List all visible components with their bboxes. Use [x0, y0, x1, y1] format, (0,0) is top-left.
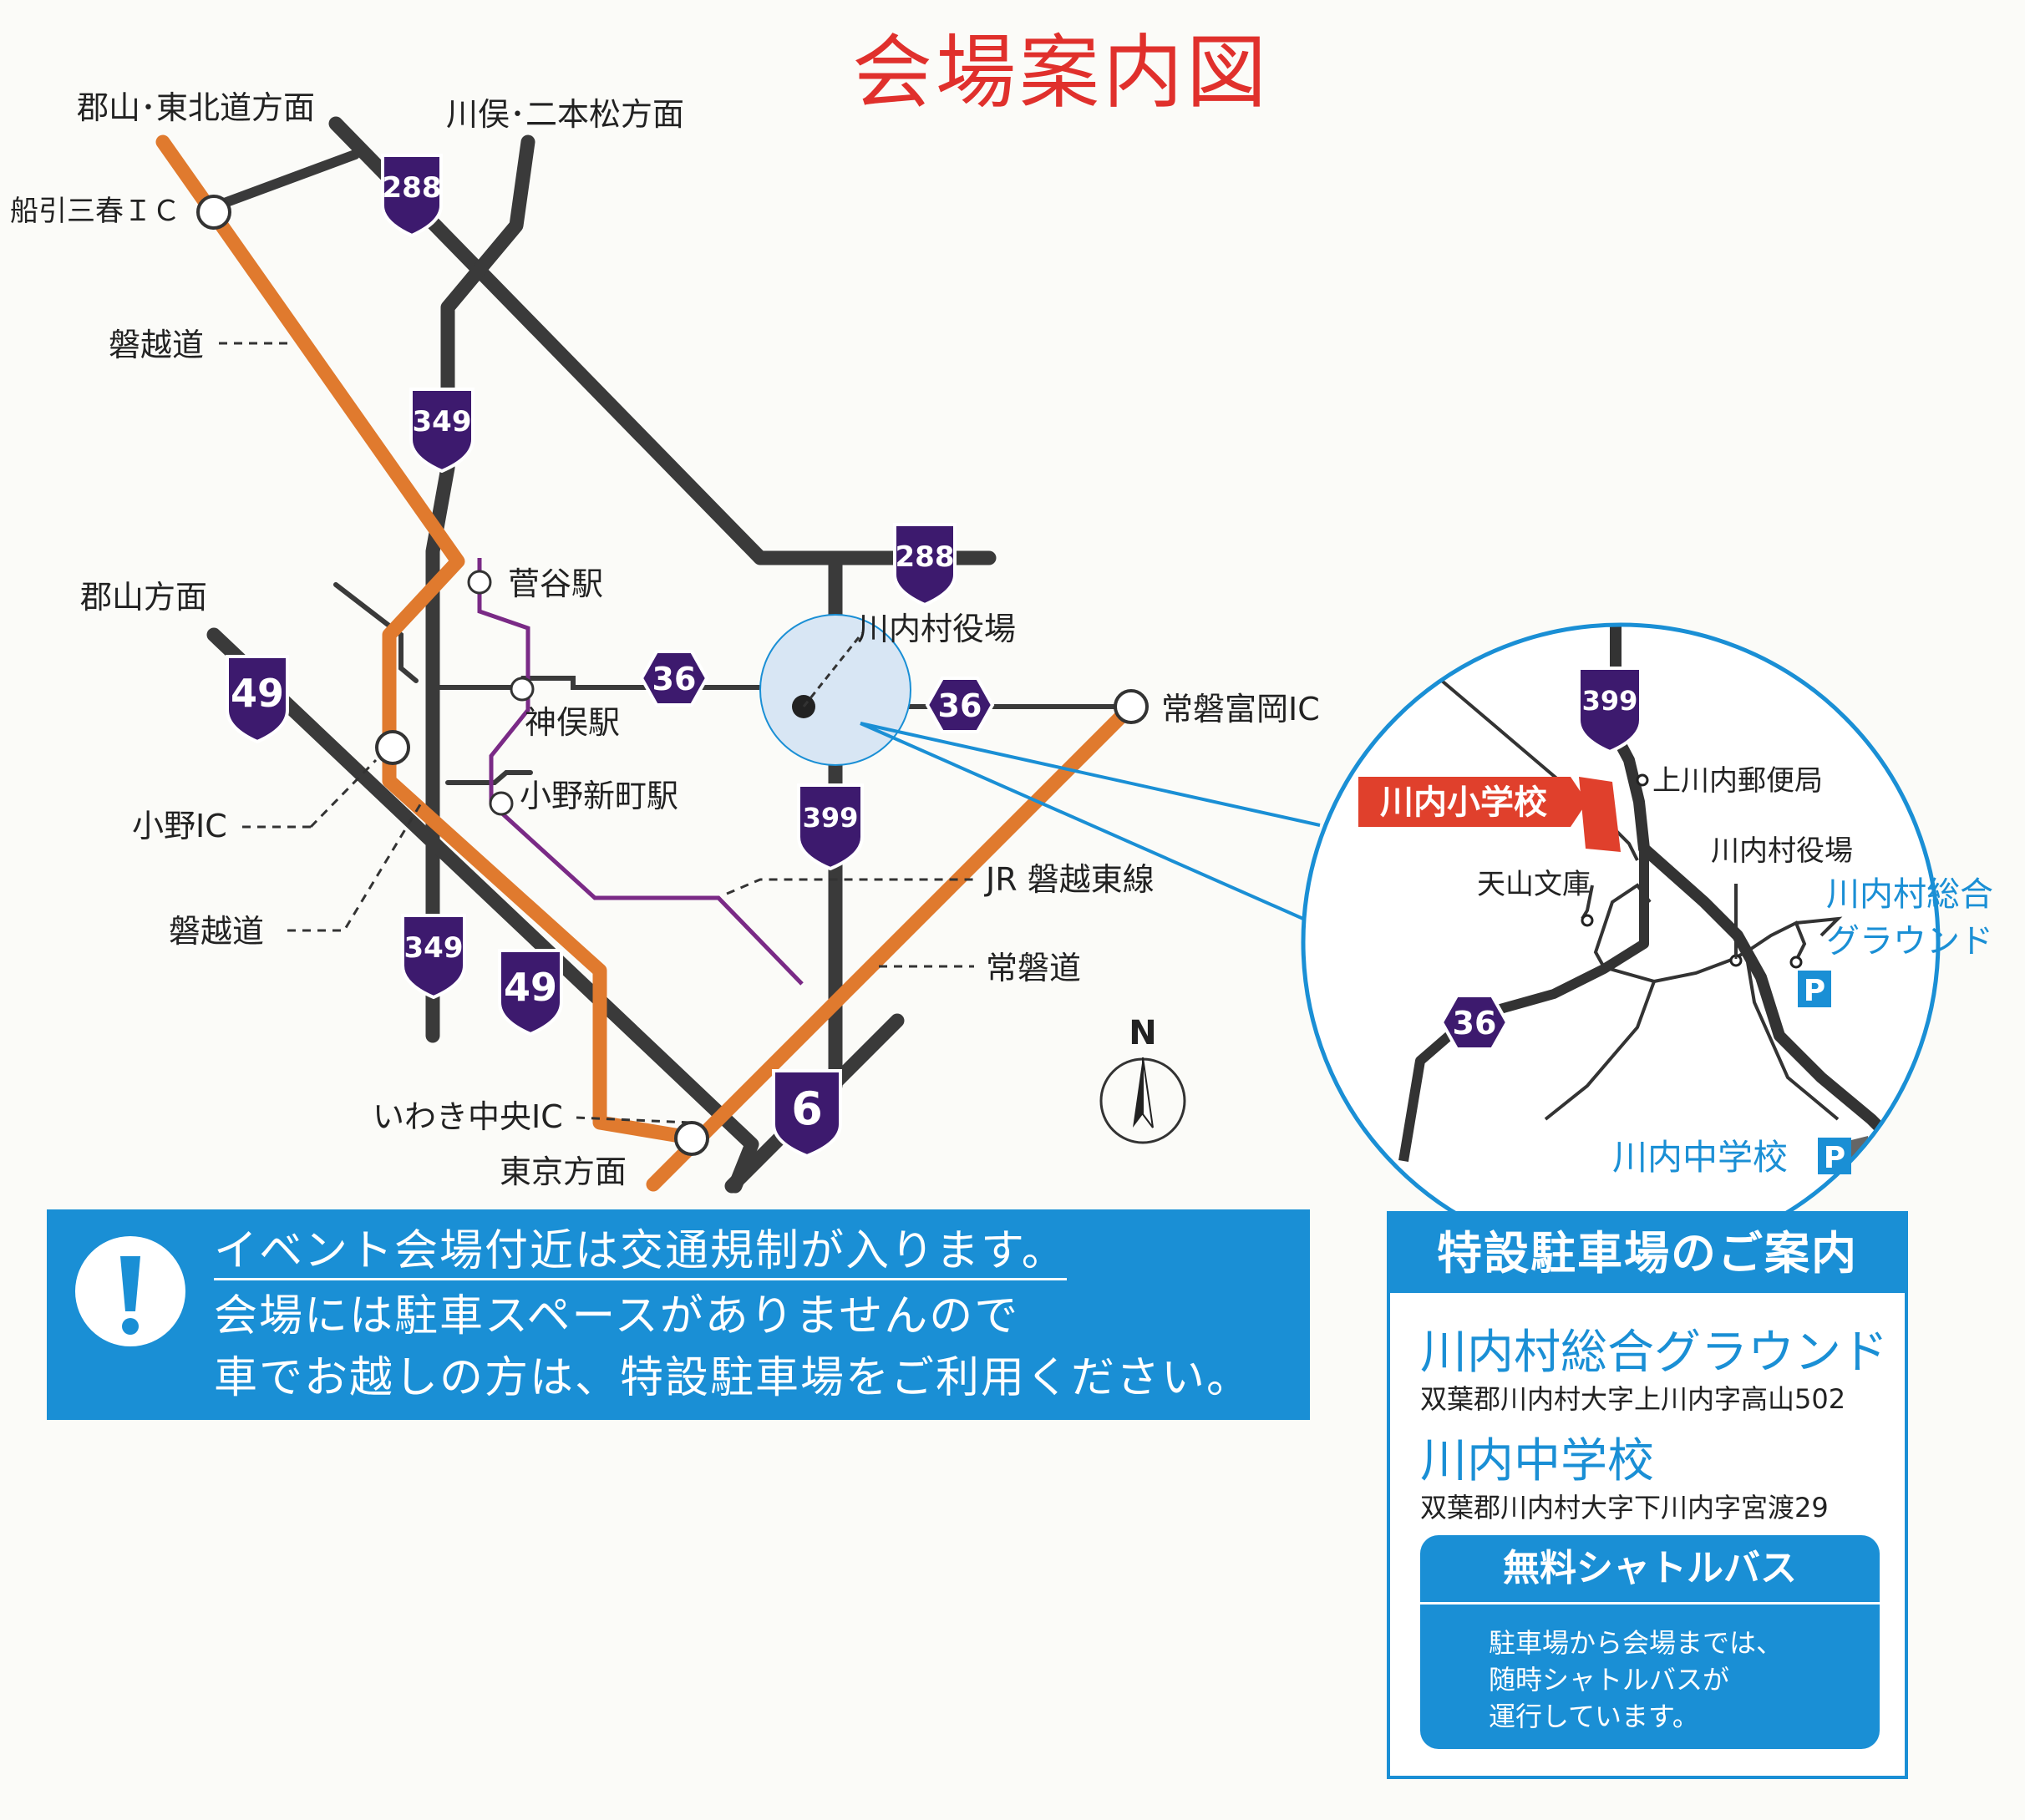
route-49-badge-2: 49 [498, 949, 563, 1037]
svg-text:49: 49 [231, 671, 284, 716]
notice-line-1: イベント会場付近は交通規制が入ります。 [214, 1226, 1067, 1280]
zoom-pointer [860, 722, 1321, 920]
place-labels: 郡山･東北道方面 川俣･二本松方面 船引三春ＩＣ 磐越道 郡山方面 菅谷駅 川内… [10, 89, 1320, 1190]
label-tomioka-ic: 常磐富岡IC [1161, 691, 1320, 727]
compass-north-label: N [1129, 1014, 1156, 1052]
shuttle-bus-box: 無料シャトルバス 駐車場から会場までは、 随時シャトルバスが 運行しています。 [1420, 1535, 1880, 1749]
svg-text:6: 6 [791, 1082, 823, 1135]
label-kamimata-station: 神俣駅 [525, 704, 620, 741]
inset-ground-label-1: 川内村総合 [1826, 875, 1993, 914]
inset-junior-high-label: 川内中学校 [1612, 1137, 1788, 1178]
inset-parking-icon-2: P [1818, 1138, 1851, 1175]
shuttle-heading: 無料シャトルバス [1420, 1535, 1880, 1605]
joban-expressway [646, 699, 1139, 1192]
label-ono-shinmachi-station: 小野新町駅 [520, 778, 678, 814]
shuttle-text-3: 運行しています。 [1489, 1701, 1699, 1732]
inset-library-label: 天山文庫 [1477, 868, 1591, 901]
iwaki-ic-marker [674, 1121, 709, 1156]
label-joban-road: 常磐道 [986, 950, 1081, 986]
svg-text:349: 349 [404, 931, 464, 965]
svg-text:349: 349 [413, 405, 472, 439]
parking-name-junior-high: 川内中学校 [1420, 1434, 1654, 1488]
label-iwaki-ic: いわき中央IC [373, 1098, 563, 1135]
label-kawamata: 川俣･二本松方面 [446, 96, 684, 133]
inset-elementary-label: 川内小学校 [1358, 777, 1587, 827]
ono-shinmachi-station-marker [489, 791, 514, 816]
parking-address-ground: 双葉郡川内村大字上川内字高山502 [1420, 1383, 1846, 1415]
inset-ground-label-2: グラウンド [1826, 922, 1993, 961]
inset-route-399-badge: 399 [1577, 667, 1642, 754]
inset-route-36-badge: 36 [1439, 994, 1510, 1051]
label-village-office: 川内村役場 [857, 611, 1016, 647]
jr-banetsu-east-line [477, 558, 804, 986]
route-349-badge-2: 349 [401, 914, 466, 1000]
svg-text:399: 399 [803, 802, 859, 834]
label-jr-line: JR 磐越東線 [984, 861, 1155, 898]
svg-text:288: 288 [383, 171, 442, 205]
route-288-badge: 288 [381, 154, 443, 238]
shuttle-text-2: 随時シャトルバスが [1489, 1664, 1730, 1696]
local-roads [333, 582, 763, 785]
svg-text:36: 36 [938, 687, 982, 724]
notice-line-3: 車でお越しの方は、特設駐車場をご利用ください。 [214, 1353, 1252, 1403]
route-36-badge: 36 [639, 650, 709, 707]
sugaya-station-marker [467, 570, 492, 595]
tomioka-ic-marker [1114, 689, 1149, 724]
compass: N [1099, 1014, 1186, 1144]
inset-parking-icon-1: P [1798, 971, 1831, 1008]
svg-text:P: P [1804, 974, 1825, 1008]
parking-heading: 特設駐車場のご案内 [1390, 1214, 1905, 1293]
label-ono-ic: 小野IC [132, 808, 227, 844]
traffic-notice: イベント会場付近は交通規制が入ります。 会場には駐車スペースがありませんので 車… [47, 1209, 1310, 1420]
kamimata-station-marker [510, 677, 535, 702]
svg-text:399: 399 [1582, 685, 1638, 717]
map-markers [196, 195, 1149, 1156]
shuttle-text-1: 駐車場から会場までは、 [1489, 1627, 1784, 1659]
svg-text:36: 36 [652, 661, 697, 697]
label-funehiki-ic: 船引三春ＩＣ [10, 195, 180, 228]
banetsu-expressway [155, 134, 698, 1145]
route-6-badge: 6 [772, 1069, 842, 1158]
parking-name-ground: 川内村総合グラウンド [1420, 1326, 1888, 1380]
route-badges: 288 349 288 49 36 36 399 349 [226, 154, 995, 1158]
svg-text:P: P [1824, 1141, 1845, 1175]
label-tokyo: 東京方面 [500, 1153, 627, 1190]
inset-post-office-label: 上川内郵便局 [1652, 764, 1823, 798]
label-banetsu-2: 磐越道 [169, 913, 264, 950]
label-koriyama-tohoku: 郡山･東北道方面 [77, 89, 315, 126]
route-288-badge-2: 288 [893, 523, 957, 607]
svg-text:49: 49 [504, 965, 557, 1010]
svg-text:288: 288 [896, 540, 955, 574]
inset-school-block [1579, 777, 1621, 852]
svg-text:36: 36 [1453, 1005, 1497, 1042]
route-49-badge: 49 [226, 655, 289, 744]
exclamation-icon [75, 1236, 185, 1346]
ono-ic-marker [375, 730, 410, 765]
parking-address-junior-high: 双葉郡川内村大字下川内字宮渡29 [1420, 1492, 1829, 1523]
highways [155, 134, 1139, 1192]
route-349-badge: 349 [409, 388, 475, 474]
svg-text:川内小学校: 川内小学校 [1380, 783, 1547, 822]
funehiki-ic-marker [196, 195, 231, 230]
label-koriyama: 郡山方面 [80, 579, 207, 616]
inset-map: 399 36 川内小学校 上川内郵便局 川内村役場 天山文庫 川内村総合 グラウ… [1301, 622, 1993, 1262]
route-36-badge-2: 36 [925, 677, 995, 733]
notice-line-2: 会場には駐車スペースがありませんので [214, 1291, 1020, 1341]
parking-info-box: 特設駐車場のご案内 川内村総合グラウンド 双葉郡川内村大字上川内字高山502 川… [1387, 1211, 1908, 1779]
route-399-badge: 399 [797, 783, 864, 871]
label-banetsu-1: 磐越道 [109, 327, 204, 363]
inset-village-office-label: 川内村役場 [1711, 834, 1853, 868]
page-title: 会場案内図 [852, 26, 1270, 119]
label-sugaya-station: 菅谷駅 [508, 565, 603, 602]
